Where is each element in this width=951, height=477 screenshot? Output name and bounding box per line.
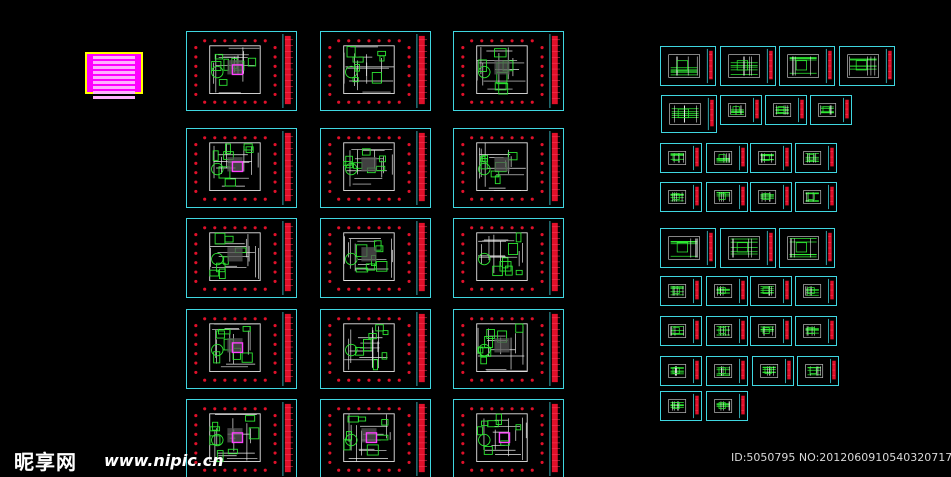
- floor-plan-sheet: [320, 309, 431, 389]
- legend-row: [93, 76, 135, 79]
- detail-sheet: [660, 316, 702, 346]
- legend-table: [85, 52, 143, 99]
- detail-sheet: [660, 46, 716, 86]
- detail-sheet: [779, 228, 835, 268]
- detail-sheet: [752, 356, 794, 386]
- legend-row: [93, 81, 135, 84]
- detail-sheet: [706, 391, 748, 421]
- detail-sheet: [750, 316, 792, 346]
- legend-row: [93, 86, 135, 89]
- detail-sheet: [706, 316, 748, 346]
- detail-sheet: [795, 276, 837, 306]
- detail-sheet: [720, 46, 776, 86]
- legend-row: [93, 71, 135, 74]
- detail-sheet: [795, 316, 837, 346]
- floor-plan-sheet: [186, 399, 297, 477]
- detail-sheet: [750, 276, 792, 306]
- detail-sheet: [779, 46, 835, 86]
- floor-plan-sheet: [186, 218, 297, 298]
- legend-row: [93, 61, 135, 64]
- floor-plan-sheet: [320, 128, 431, 208]
- floor-plan-sheet: [453, 399, 564, 477]
- floor-plan-sheet: [320, 399, 431, 477]
- detail-sheet: [706, 143, 748, 173]
- detail-sheet: [660, 143, 702, 173]
- floor-plan-sheet: [453, 309, 564, 389]
- legend-row: [93, 66, 135, 69]
- floor-plan-sheet: [320, 31, 431, 111]
- floor-plan-sheet: [186, 309, 297, 389]
- detail-sheet: [720, 228, 776, 268]
- detail-sheet: [750, 143, 792, 173]
- detail-sheet: [706, 356, 748, 386]
- legend-row: [93, 96, 135, 99]
- detail-sheet: [765, 95, 807, 125]
- detail-sheet: [660, 391, 702, 421]
- detail-sheet: [706, 276, 748, 306]
- detail-sheet: [660, 228, 716, 268]
- floor-plan-sheet: [453, 128, 564, 208]
- legend-row: [93, 56, 135, 59]
- detail-sheet: [660, 356, 702, 386]
- detail-sheet: [795, 143, 837, 173]
- floor-plan-sheet: [186, 31, 297, 111]
- detail-sheet: [810, 95, 852, 125]
- floor-plan-sheet: [453, 31, 564, 111]
- detail-sheet: [661, 95, 717, 133]
- floor-plan-sheet: [320, 218, 431, 298]
- detail-sheet: [797, 356, 839, 386]
- detail-sheet: [720, 95, 762, 125]
- floor-plan-sheet: [453, 218, 564, 298]
- detail-sheet: [660, 276, 702, 306]
- detail-sheet: [660, 182, 702, 212]
- detail-sheet: [795, 182, 837, 212]
- detail-sheet: [750, 182, 792, 212]
- detail-sheet: [839, 46, 895, 86]
- image-id-label: ID:5050795 NO:20120609105403207179: [731, 451, 951, 464]
- watermark-logo: 昵享网: [14, 450, 77, 474]
- legend-row: [93, 91, 135, 94]
- detail-sheet: [706, 182, 748, 212]
- watermark-url: www.nipic.cn: [104, 451, 224, 470]
- floor-plan-sheet: [186, 128, 297, 208]
